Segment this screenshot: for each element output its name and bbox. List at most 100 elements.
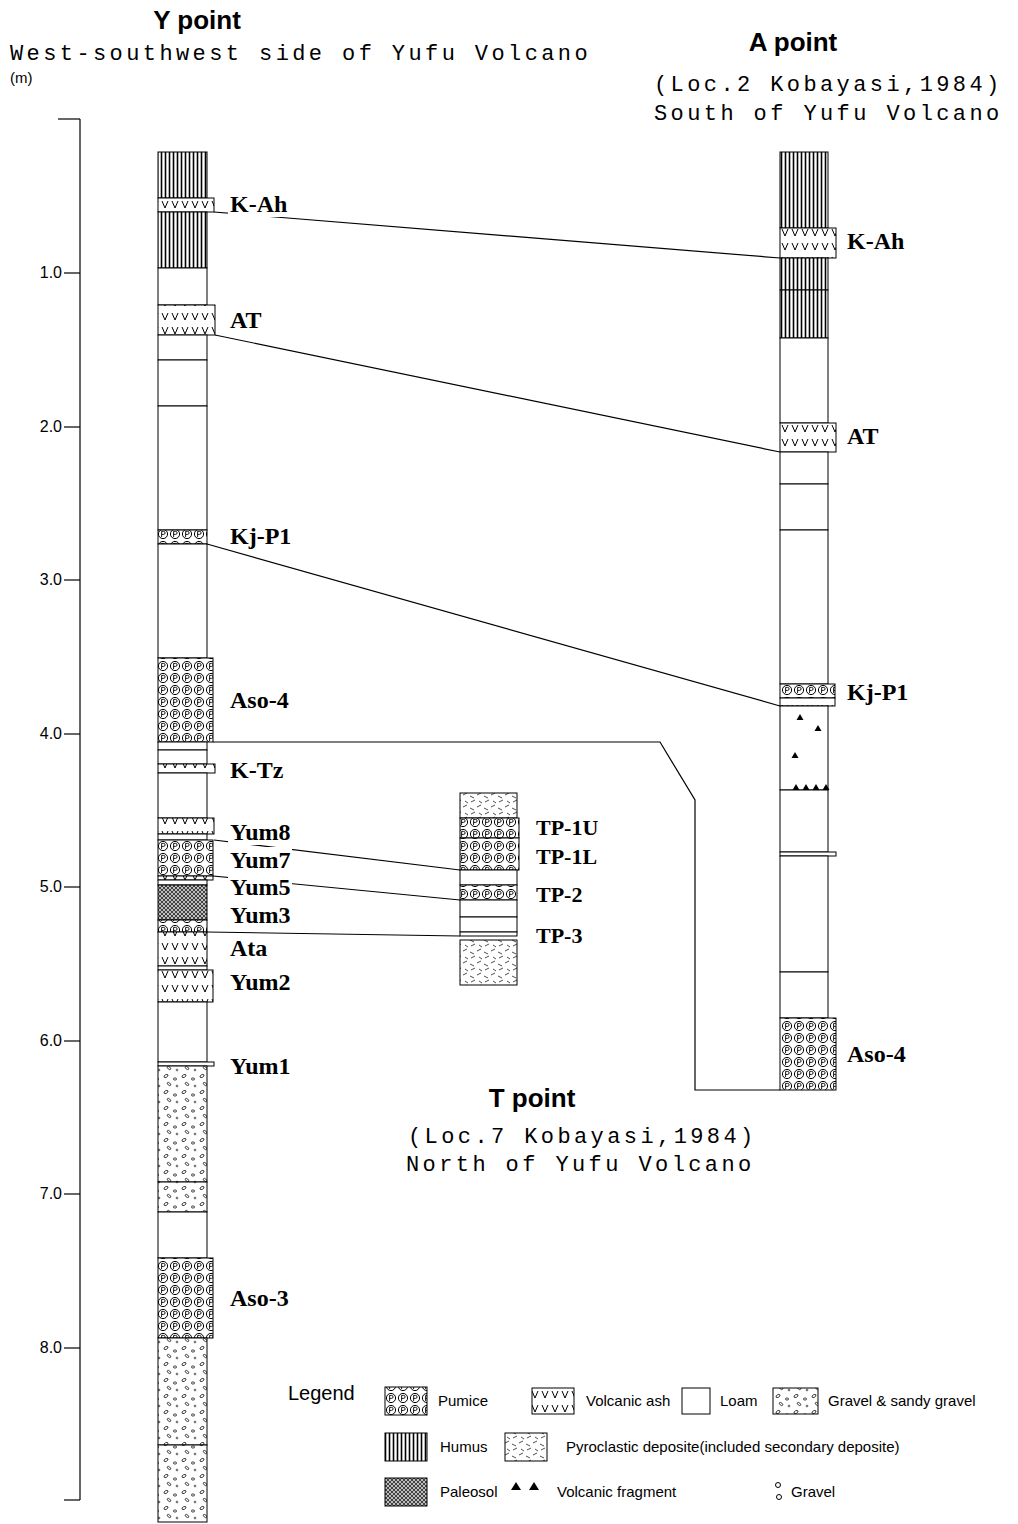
tephra-name: TP-2 xyxy=(534,883,584,907)
strata-layer xyxy=(158,880,207,885)
strata-layer xyxy=(780,228,836,258)
depth-tick-label: 6.0 xyxy=(40,1032,62,1050)
strata-band: Kj-P1 xyxy=(158,530,207,544)
strata-layer xyxy=(158,834,207,840)
strata-layer xyxy=(460,793,517,818)
strata-layer xyxy=(780,423,836,452)
strata-band: Aso-4 xyxy=(158,658,213,742)
tephra-name: AT xyxy=(845,423,881,449)
legend-symbol xyxy=(529,1482,539,1490)
depth-tick-label: 3.0 xyxy=(40,571,62,589)
tephra-name: Yum7 xyxy=(228,847,292,873)
heading-label: West-southwest side of Yufu Volcano xyxy=(10,43,591,67)
strata-band: Aso-4 xyxy=(780,1018,836,1090)
strata-layer xyxy=(780,290,828,338)
legend-label: Volcanic ash xyxy=(586,1393,670,1410)
legend-symbol xyxy=(511,1482,521,1490)
axis-tick xyxy=(64,886,80,887)
strata-layer xyxy=(158,360,207,406)
correlation-line xyxy=(215,335,780,452)
heading-label: A point xyxy=(749,28,838,57)
heading-label: North of Yufu Volcano xyxy=(406,1154,755,1178)
strata-layer xyxy=(158,1066,207,1182)
tephra-name: Kj-P1 xyxy=(228,523,293,549)
strata-band: Yum5 xyxy=(158,876,213,885)
tephra-name: TP-1L xyxy=(534,845,599,869)
strata-layer xyxy=(460,900,517,917)
depth-tick-label: 2.0 xyxy=(40,418,62,436)
axis-line xyxy=(79,119,80,1500)
depth-tick-label: 7.0 xyxy=(40,1185,62,1203)
strata-layer xyxy=(780,972,828,1018)
strata-band: Yum7 xyxy=(158,840,213,876)
strata-band: Yum3 xyxy=(158,885,207,932)
tephra-name: Aso-4 xyxy=(845,1041,908,1067)
axis-tick xyxy=(64,1347,80,1348)
heading-label: (m) xyxy=(10,70,33,87)
strata-band: TP-2 xyxy=(460,885,517,900)
legend-label: Gravel & sandy gravel xyxy=(828,1393,976,1410)
volcanic-fragment xyxy=(793,784,800,790)
strata-layer xyxy=(158,1338,207,1445)
legend-label: Pumice xyxy=(438,1393,488,1410)
legend-swatch xyxy=(385,1387,427,1415)
legend-swatch xyxy=(773,1388,818,1414)
legend-swatch xyxy=(385,1433,427,1461)
depth-tick-label: 5.0 xyxy=(40,878,62,896)
strata-layer xyxy=(158,152,207,198)
strata-layer xyxy=(780,338,828,423)
tephra-name: TP-1U xyxy=(534,816,600,840)
strata-layer xyxy=(780,484,828,530)
strata-layer xyxy=(780,706,828,790)
tephra-name: Aso-4 xyxy=(228,687,291,713)
strata-band: Yum2 xyxy=(158,966,213,1002)
tephra-name: Aso-3 xyxy=(228,1285,291,1311)
axis-tick xyxy=(64,579,80,580)
volcanic-fragment xyxy=(792,752,799,758)
heading-label: South of Yufu Volcano xyxy=(654,103,1003,127)
strata-band: AT xyxy=(780,423,836,452)
depth-tick-label: 1.0 xyxy=(40,264,62,282)
strata-band: Aso-3 xyxy=(158,1258,213,1338)
strata-layer xyxy=(158,658,213,742)
strata-layer xyxy=(158,268,207,305)
heading-label: Y point xyxy=(153,6,241,35)
column-layers xyxy=(158,152,836,1522)
legend-symbol xyxy=(777,1495,782,1500)
volcanic-fragment xyxy=(797,714,804,720)
legend-label: Pyroclastic deposite(included secondary … xyxy=(566,1439,900,1456)
strata-layer xyxy=(158,305,215,335)
tephra-name: AT xyxy=(228,307,264,333)
strata-layer xyxy=(780,790,828,852)
strata-layer xyxy=(158,544,207,658)
strata-band: K-Tz xyxy=(158,764,215,773)
axis-tick xyxy=(58,118,80,119)
legend-swatch xyxy=(532,1388,574,1414)
strata-layer xyxy=(158,885,207,920)
strata-layer xyxy=(158,742,207,750)
tephra-name: K-Ah xyxy=(845,228,906,254)
strata-layer xyxy=(158,1445,207,1522)
strata-layer xyxy=(780,684,835,698)
strata-layer xyxy=(158,764,215,773)
legend-label: Volcanic fragment xyxy=(557,1484,676,1501)
legend-label: Humus xyxy=(440,1439,488,1456)
strata-layer xyxy=(460,940,517,985)
axis-tick xyxy=(64,1499,80,1500)
correlation-line xyxy=(214,212,780,258)
tephra-name: Yum3 xyxy=(228,902,292,928)
tephra-name: Kj-P1 xyxy=(845,679,910,705)
strata-layer xyxy=(158,970,213,1002)
strata-layer xyxy=(158,198,214,212)
strata-band: Ata xyxy=(158,932,207,966)
strata-layer xyxy=(780,698,835,706)
strata-layer xyxy=(460,870,517,885)
strata-layer xyxy=(158,1182,207,1212)
axis-tick xyxy=(64,1193,80,1194)
axis-tick xyxy=(64,733,80,734)
axis-tick xyxy=(64,1040,80,1041)
strata-layer xyxy=(158,1062,214,1066)
strata-layer xyxy=(158,1002,207,1062)
strata-band: K-Ah xyxy=(158,198,214,212)
